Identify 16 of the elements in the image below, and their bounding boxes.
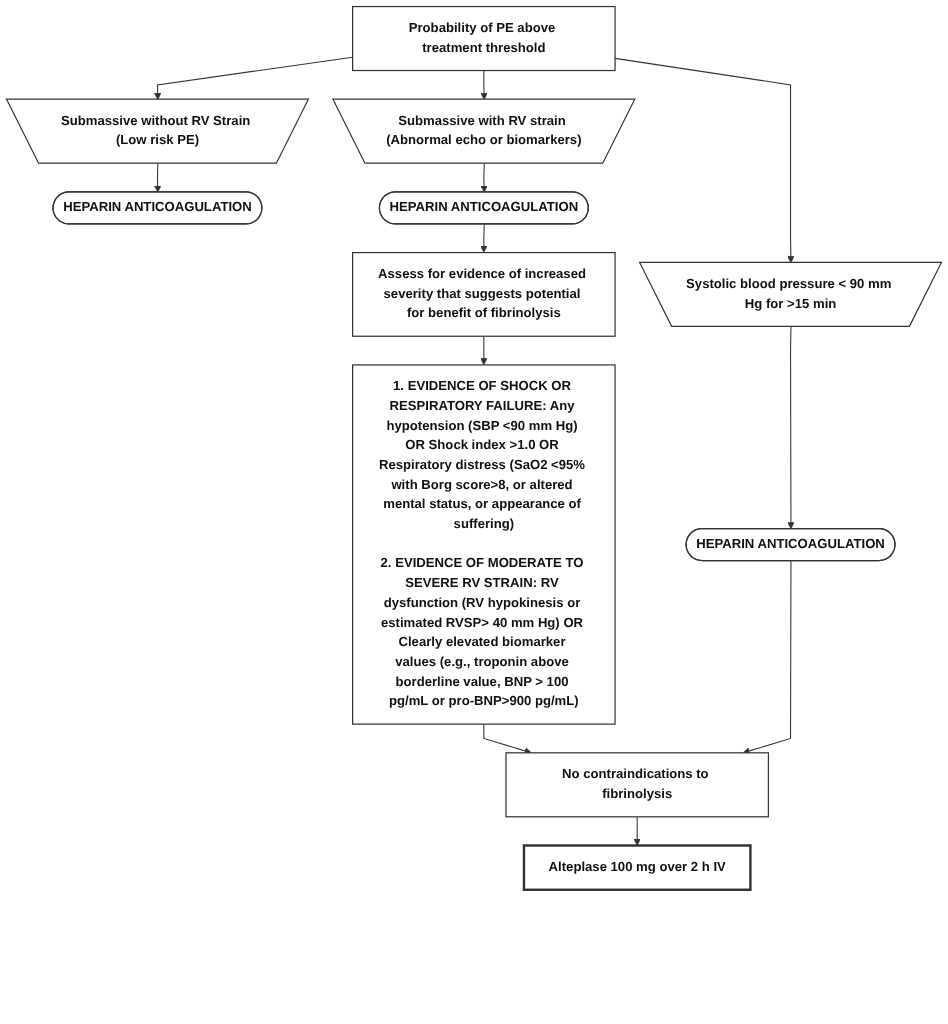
node-box	[352, 251, 616, 337]
arrow	[742, 560, 792, 755]
arrow	[480, 163, 488, 193]
node-box	[352, 364, 616, 725]
node-box	[352, 5, 616, 72]
arrow	[483, 723, 532, 755]
node-box	[522, 844, 752, 891]
arrow	[480, 223, 488, 253]
node-box	[505, 752, 769, 818]
arrow	[787, 326, 795, 530]
arrow	[154, 56, 354, 100]
arrow	[480, 335, 488, 366]
arrow	[614, 57, 795, 264]
arrow	[480, 70, 488, 100]
arrow	[154, 163, 162, 193]
arrow	[633, 816, 641, 846]
